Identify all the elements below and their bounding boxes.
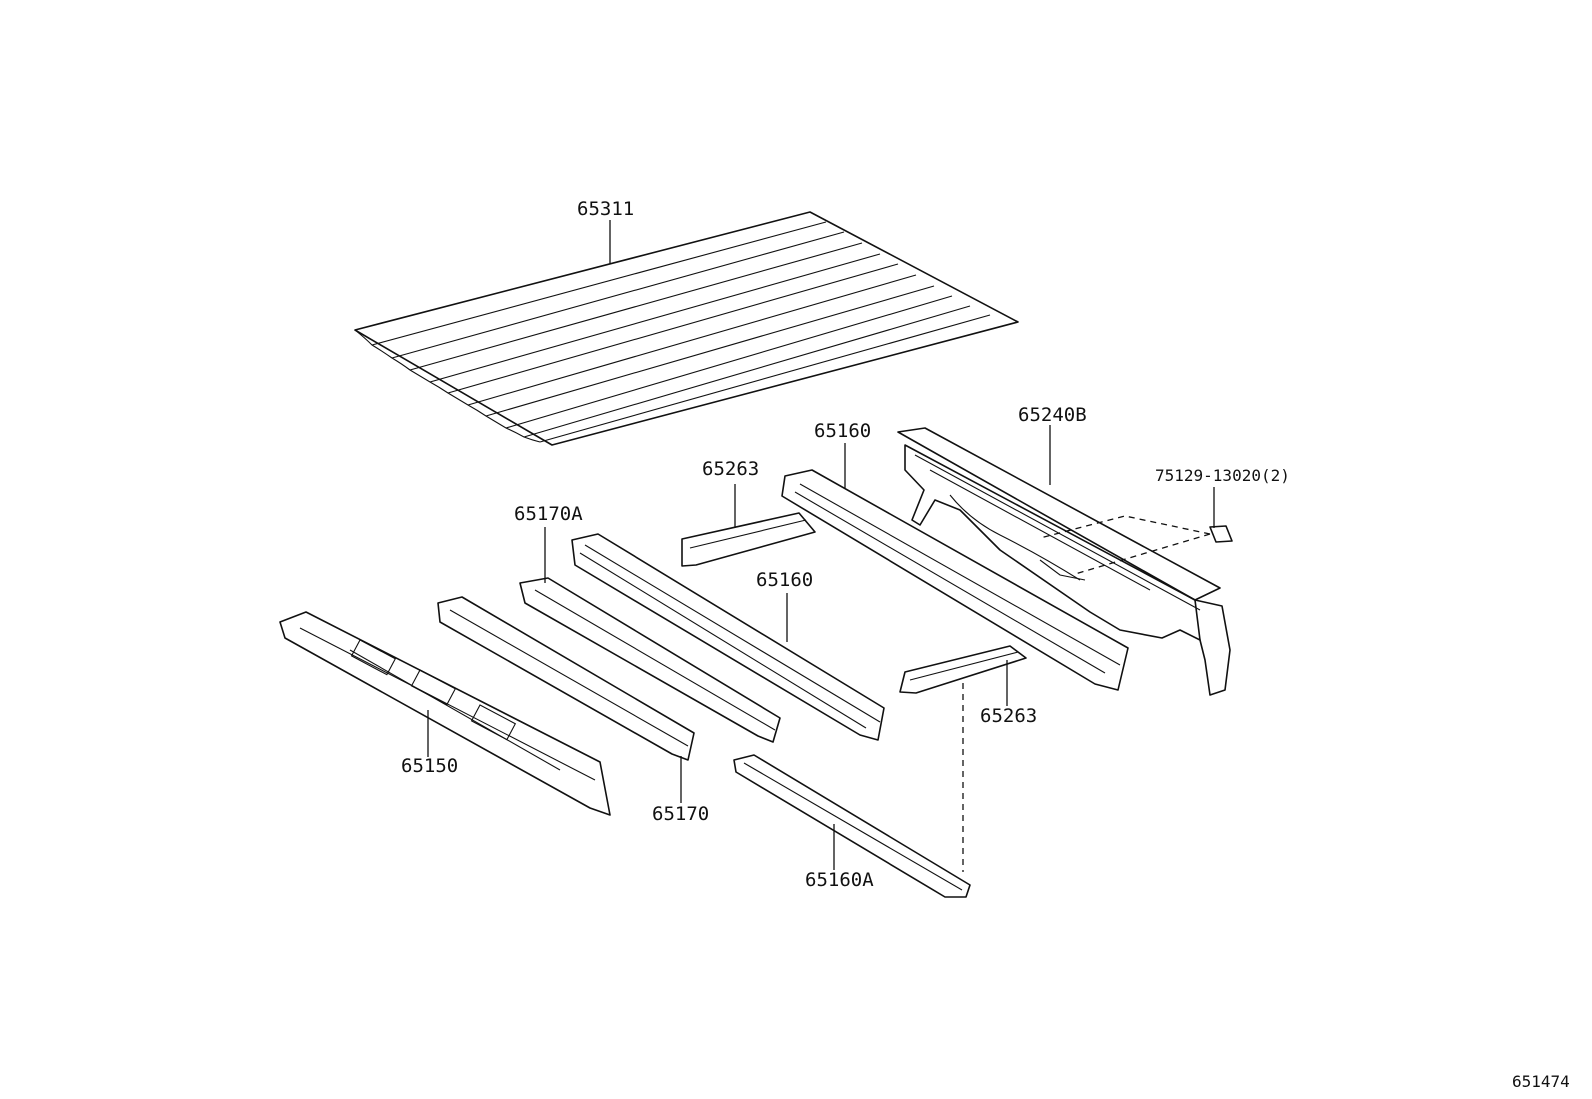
label-75129-13020: 75129-13020(2): [1155, 466, 1290, 485]
bed-sill-65160-lower[interactable]: [519, 577, 781, 743]
figure-id: 651474: [1512, 1072, 1570, 1091]
label-65150: 65150: [401, 755, 458, 777]
label-65170: 65170: [652, 803, 709, 825]
bed-floor-panel-65311[interactable]: [354, 211, 1019, 446]
label-65170A: 65170A: [514, 503, 583, 525]
bed-sill-65160-upper[interactable]: [781, 469, 1129, 691]
label-65160-lower: 65160: [756, 569, 813, 591]
label-65240B: 65240B: [1018, 404, 1087, 426]
label-65311: 65311: [577, 198, 634, 220]
sill-65160A[interactable]: [733, 754, 971, 898]
label-65263-upper: 65263: [702, 458, 759, 480]
clip-dashed-leader: [1039, 515, 1211, 575]
bracket-65263-upper[interactable]: [681, 512, 816, 567]
rear-cross-member-65240B[interactable]: [897, 427, 1231, 696]
rail-65170[interactable]: [437, 596, 695, 761]
label-65160A: 65160A: [805, 869, 874, 891]
front-cross-member-65150[interactable]: [279, 611, 611, 816]
clip-75129-13020[interactable]: [1209, 525, 1233, 543]
label-65263-lower: 65263: [980, 705, 1037, 727]
leader-lines: [427, 220, 1215, 870]
bracket-65263-lower[interactable]: [899, 645, 1027, 694]
label-65160-upper: 65160: [814, 420, 871, 442]
rail-65170A[interactable]: [571, 533, 885, 741]
